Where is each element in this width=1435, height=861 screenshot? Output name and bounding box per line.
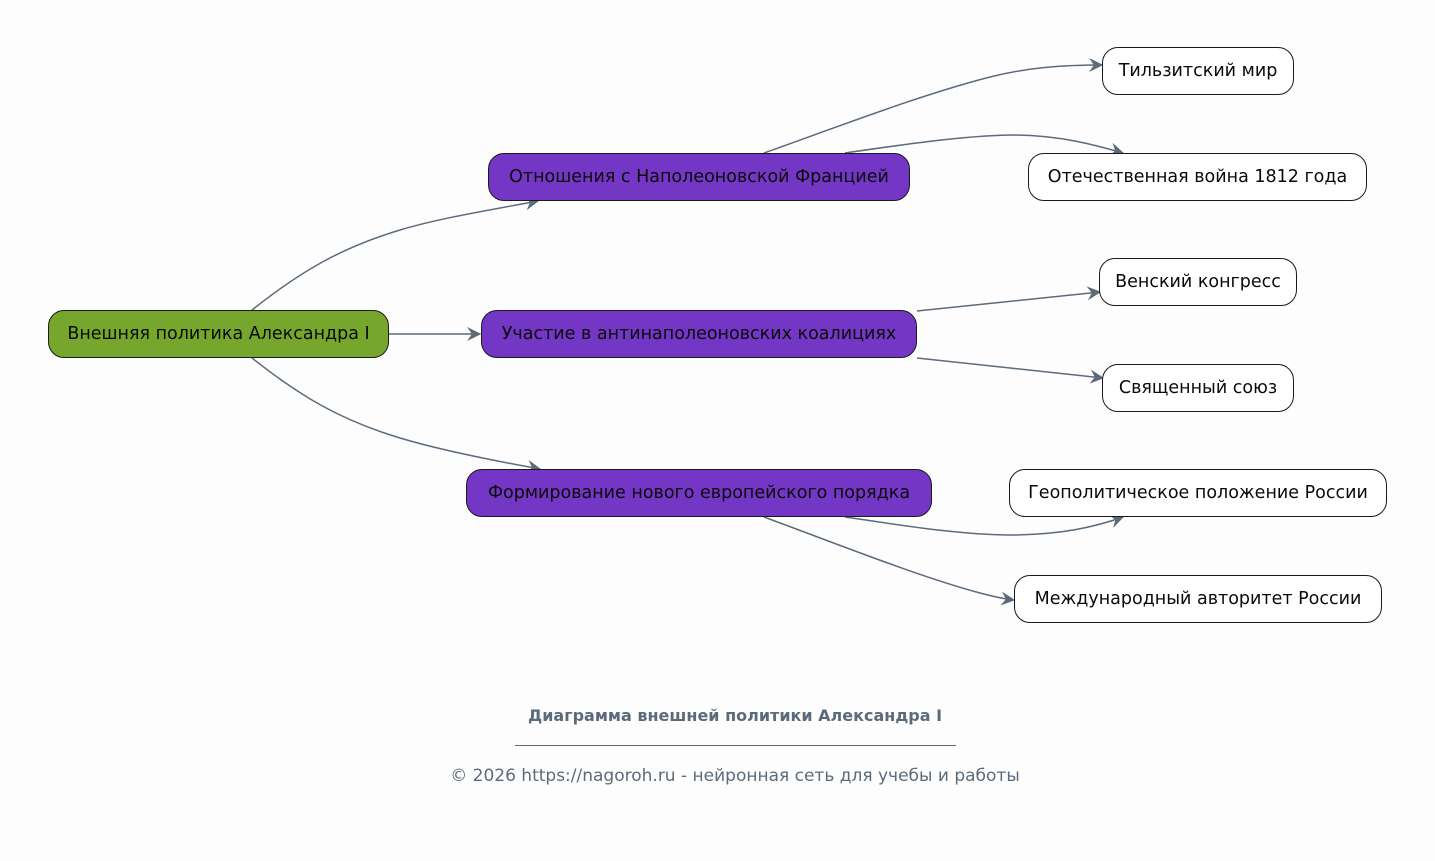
footer-divider — [515, 745, 956, 746]
node-leaf-geopolitical-position[interactable]: Геополитическое положение России — [1009, 469, 1387, 517]
node-root-label: Внешняя политика Александра I — [67, 324, 370, 344]
edge-b2-to-l3 — [916, 286, 1102, 312]
edge-b3-to-l5 — [844, 514, 1125, 536]
edge-root-to-b1 — [251, 196, 540, 311]
node-leaf-war-1812-label: Отечественная война 1812 года — [1047, 167, 1348, 187]
node-leaf-vienna-congress[interactable]: Венский конгресс — [1099, 258, 1297, 306]
node-leaf-vienna-congress-label: Венский конгресс — [1115, 272, 1281, 292]
edge-b1-to-l2 — [844, 134, 1125, 157]
edge-b2-to-l4 — [916, 357, 1105, 384]
node-branch-coalitions[interactable]: Участие в антинаполеоновских коалициях — [481, 310, 917, 358]
copyright-text: © 2026 https://nagoroh.ru - нейронная се… — [450, 766, 1020, 786]
node-leaf-international-authority[interactable]: Международный авторитет России — [1014, 575, 1382, 623]
edge-b3-to-l6 — [763, 516, 1016, 606]
node-leaf-tilsit-label: Тильзитский мир — [1118, 61, 1278, 81]
node-branch-coalitions-label: Участие в антинаполеоновских коалициях — [501, 324, 897, 344]
edge-b1-to-l1 — [763, 58, 1104, 154]
node-leaf-tilsit[interactable]: Тильзитский мир — [1102, 47, 1294, 95]
diagram-caption: Диаграмма внешней политики Александра I — [527, 706, 943, 725]
node-leaf-holy-alliance-label: Священный союз — [1118, 378, 1278, 398]
edge-root-to-b3 — [251, 357, 542, 474]
node-branch-european-order[interactable]: Формирование нового европейского порядка — [466, 469, 932, 517]
node-leaf-holy-alliance[interactable]: Священный союз — [1102, 364, 1294, 412]
node-leaf-international-authority-label: Международный авторитет России — [1034, 589, 1362, 609]
node-root[interactable]: Внешняя политика Александра I — [48, 310, 389, 358]
node-leaf-geopolitical-position-label: Геополитическое положение России — [1028, 483, 1368, 503]
node-branch-france[interactable]: Отношения с Наполеоновской Францией — [488, 153, 910, 201]
node-leaf-war-1812[interactable]: Отечественная война 1812 года — [1028, 153, 1367, 201]
node-branch-european-order-label: Формирование нового европейского порядка — [487, 483, 911, 503]
node-branch-france-label: Отношения с Наполеоновской Францией — [509, 167, 889, 187]
